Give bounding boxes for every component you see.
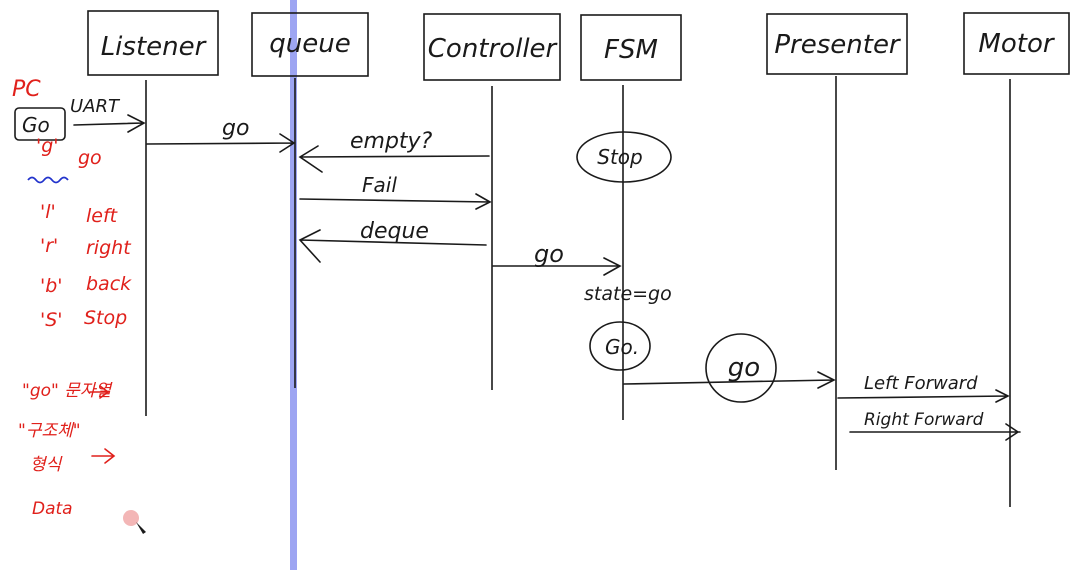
participant-label-presenter: Presenter <box>774 30 902 60</box>
pen-cursor <box>123 510 139 526</box>
participant-label-motor: Motor <box>978 29 1055 59</box>
arrow-fail <box>299 193 492 210</box>
participant-box-presenter <box>766 13 908 75</box>
arrow-go-to-presenter <box>623 371 836 389</box>
participant-box-fsm <box>580 14 682 81</box>
state-circle-go <box>589 321 651 371</box>
state-label-stop: Stop <box>597 145 642 169</box>
note-line: Data <box>32 499 73 519</box>
participant-label-controller: Controller <box>428 34 559 64</box>
arrow-uart <box>73 114 146 133</box>
event-circle-go <box>705 333 777 403</box>
message-label-right-forward: Right Forward <box>864 410 984 430</box>
arrow-left-forward <box>837 389 1010 403</box>
arrow-right-forward <box>849 423 1021 441</box>
command-key: 'r' <box>40 235 58 257</box>
command-key: 'l' <box>40 201 56 223</box>
message-label-deque: deque <box>360 219 429 244</box>
arrow-empty-check <box>298 145 490 173</box>
command-meaning: go <box>78 147 102 169</box>
wavy-underline <box>27 176 69 184</box>
participant-box-queue <box>251 12 369 77</box>
participant-label-fsm: FSM <box>604 35 658 65</box>
arrow-deque <box>298 229 487 263</box>
command-meaning: left <box>86 205 119 227</box>
participant-label-queue: queue <box>269 29 350 59</box>
participant-label-listener: Listener <box>101 32 208 62</box>
message-label-empty-check: empty? <box>350 129 433 154</box>
note-line: "go" 문자열 <box>22 381 113 401</box>
arrow-go-to-fsm <box>492 257 622 276</box>
note-line: "구조체" <box>18 421 81 441</box>
pc-go-button: Go <box>22 113 50 137</box>
command-meaning: Stop <box>84 307 127 329</box>
message-label-go-to-queue: go <box>222 116 249 141</box>
message-label-go-to-fsm: go <box>534 240 564 268</box>
command-key: 'g' <box>36 135 59 157</box>
message-label-uart: UART <box>70 96 121 117</box>
message-label-state-go: state=go <box>584 283 672 305</box>
state-label-go: Go. <box>605 335 639 359</box>
command-meaning: right <box>86 237 132 259</box>
pc-label: PC <box>12 77 41 102</box>
highlight-bar <box>290 0 297 570</box>
message-label-left-forward: Left Forward <box>864 373 978 394</box>
message-label-fail: Fail <box>362 173 397 197</box>
pc-go-button-frame <box>14 107 66 141</box>
command-meaning: back <box>86 273 132 295</box>
command-key: 'b' <box>40 275 63 297</box>
pen-cursor-icon <box>136 522 146 534</box>
note-arrow <box>89 385 110 399</box>
participant-box-listener <box>87 10 219 76</box>
note-arrow <box>91 448 116 464</box>
participant-box-motor <box>963 12 1070 75</box>
command-key: 'S' <box>40 309 63 331</box>
arrow-go-to-queue <box>146 133 296 153</box>
event-label-go: go <box>728 353 760 383</box>
state-circle-stop <box>576 131 672 183</box>
participant-box-controller <box>423 13 561 81</box>
note-line: 형식 <box>30 455 63 475</box>
